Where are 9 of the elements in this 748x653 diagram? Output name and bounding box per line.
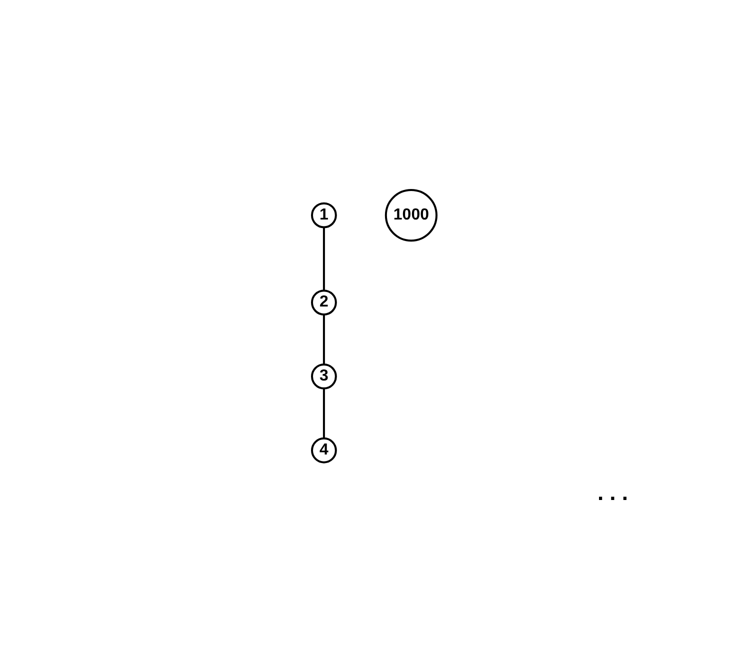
node-circle: 4 (310, 438, 337, 464)
node-circle: 1000 (384, 189, 438, 242)
connector (322, 388, 325, 439)
connector (322, 314, 325, 365)
ellipsis-text: . . . (597, 480, 628, 506)
node-circle: 2 (310, 290, 337, 316)
node-circle: 1 (310, 202, 337, 229)
node-circle: 3 (310, 364, 337, 390)
connector (322, 228, 325, 291)
